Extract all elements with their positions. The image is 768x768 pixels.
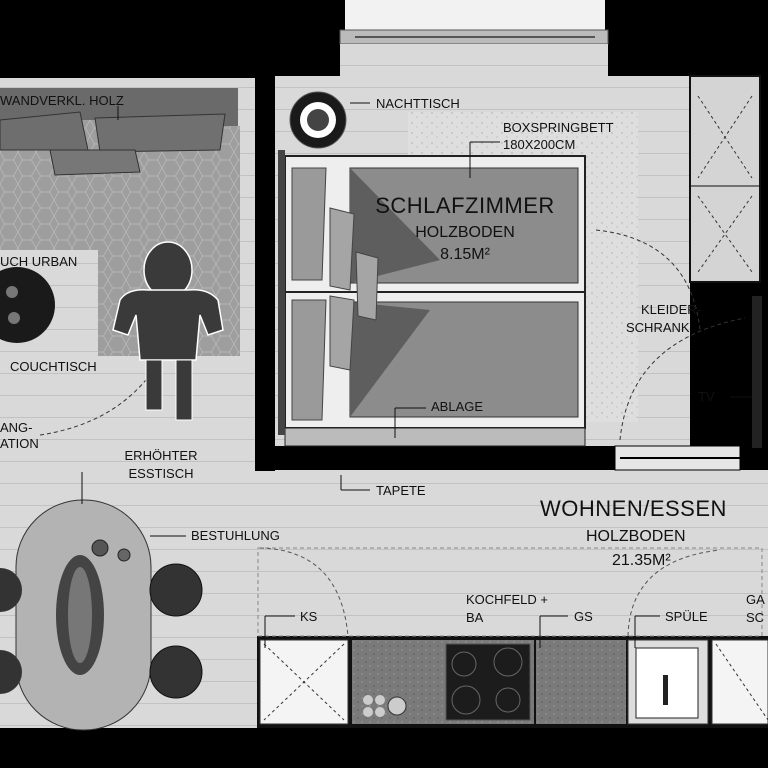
dishwasher xyxy=(536,640,626,724)
label-seating: BESTUHLUNG xyxy=(191,528,280,543)
stool xyxy=(149,645,203,699)
label-dining-1: ERHÖHTER xyxy=(124,448,198,463)
label-dishwasher: GS xyxy=(574,609,593,624)
living-floor: HOLZBODEN xyxy=(586,528,686,545)
label-boxspring-1: BOXSPRINGBETT xyxy=(503,120,614,135)
label-wardrobe-2: SCHRANK xyxy=(626,320,690,335)
bedroom-floor: HOLZBODEN xyxy=(415,224,515,241)
label-cooktop-1: KOCHFELD + xyxy=(466,592,548,607)
person-topview-icon xyxy=(112,241,224,421)
living-area: 21.35M² xyxy=(612,552,671,569)
label-lighting-2: ATION xyxy=(0,436,39,451)
bedroom-area: 8.15M² xyxy=(440,246,490,263)
plant-icon xyxy=(56,555,104,675)
label-wardrobe-1: KLEIDER- xyxy=(641,302,701,317)
shelf xyxy=(284,427,586,447)
label-coffee-table: COUCHTISCH xyxy=(10,359,97,374)
cooktop-icon xyxy=(445,643,531,721)
label-cut-1: GA xyxy=(746,592,765,607)
label-lighting-1: ANG- xyxy=(0,420,33,435)
tv xyxy=(752,296,762,448)
label-wall-cladding: WANDVERKL. HOLZ xyxy=(0,93,124,108)
label-sofa: UCH URBAN xyxy=(0,254,78,269)
stool xyxy=(149,563,203,617)
label-shelf: ABLAGE xyxy=(431,399,484,414)
label-wallpaper: TAPETE xyxy=(376,483,426,498)
label-tv: TV xyxy=(698,389,715,404)
label-boxspring-2: 180X200CM xyxy=(503,137,576,152)
wardrobe xyxy=(689,75,761,283)
label-cut-2: SC xyxy=(746,610,765,625)
label-cooktop-2: BA xyxy=(466,610,484,625)
bed xyxy=(284,155,586,429)
sink-icon xyxy=(635,647,699,719)
label-fridge: KS xyxy=(300,609,318,624)
label-nightstand: NACHTTISCH xyxy=(376,96,460,111)
window-niche xyxy=(345,0,605,30)
bedroom-name: SCHLAFZIMMER xyxy=(375,193,555,218)
label-dining-2: ESSTISCH xyxy=(128,466,194,481)
living-name: WOHNEN/ESSEN xyxy=(540,496,727,521)
bed-pillow-icon xyxy=(291,167,327,281)
label-sink: SPÜLE xyxy=(665,609,708,624)
